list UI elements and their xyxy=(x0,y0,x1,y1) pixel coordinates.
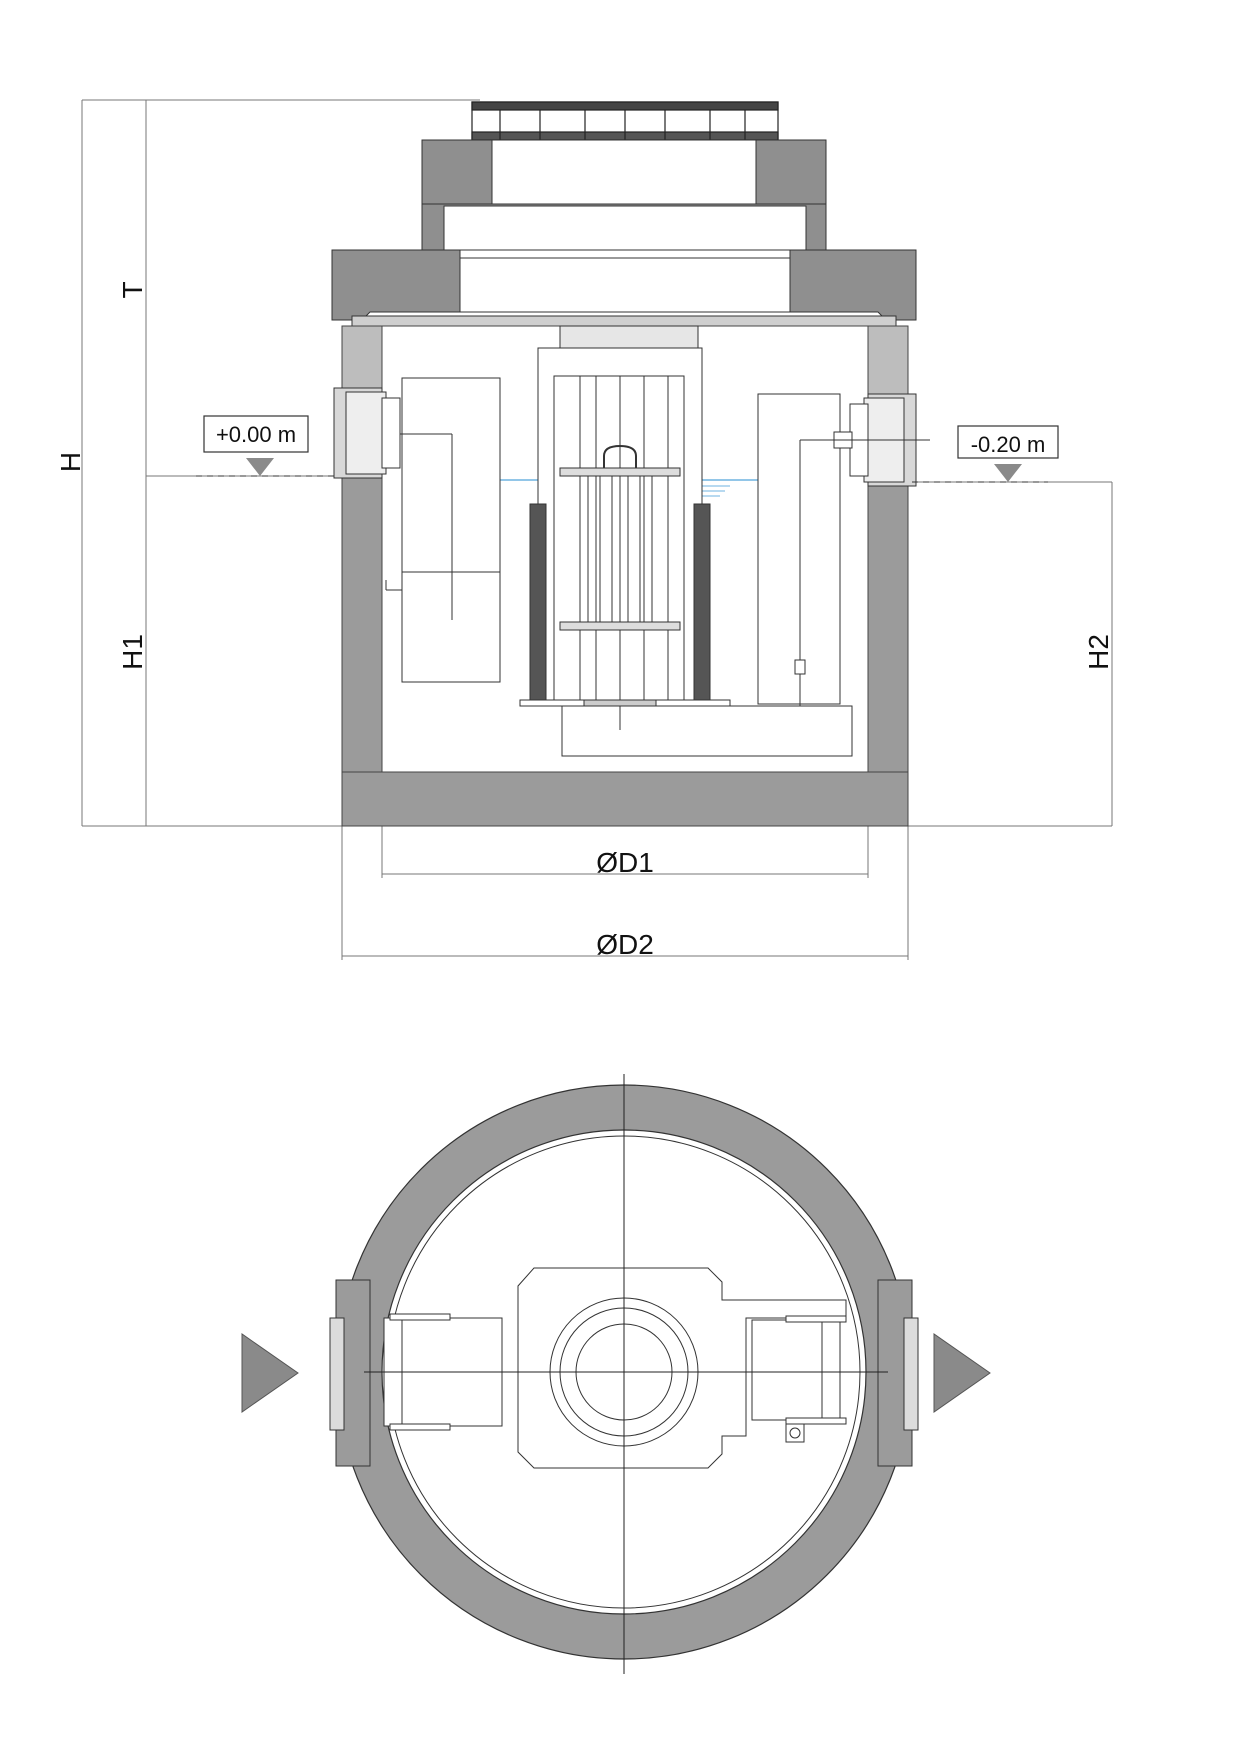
dim-label-H1: H1 xyxy=(117,634,148,670)
outlet-baffle xyxy=(757,393,930,734)
dim-label-T: T xyxy=(117,281,148,298)
dim-label-D2: ØD2 xyxy=(596,929,654,960)
manhole-cover xyxy=(471,101,779,143)
outlet-level-marker: -0.20 m xyxy=(912,425,1059,483)
section-view: T H H1 H2 ØD1 ØD2 xyxy=(55,99,1114,960)
outlet-level-label: -0.20 m xyxy=(971,432,1046,457)
upper-adjustment-ring xyxy=(421,139,827,259)
inflow-arrow xyxy=(241,1333,299,1413)
plan-outlet-box xyxy=(751,1315,847,1443)
cover-slab xyxy=(331,249,917,327)
inlet-baffle xyxy=(385,377,501,683)
inlet-pipe xyxy=(333,387,401,479)
dim-label-H: H xyxy=(55,452,86,472)
dim-label-H2: H2 xyxy=(1083,634,1114,670)
dimension-lines xyxy=(81,99,1113,960)
outflow-arrow xyxy=(933,1333,991,1413)
plan-view xyxy=(241,1074,991,1674)
inlet-level-label: +0.00 m xyxy=(216,422,296,447)
coalescing-filter xyxy=(519,325,853,757)
dim-label-D1: ØD1 xyxy=(596,847,654,878)
plan-center-lines xyxy=(364,1074,888,1674)
inlet-level-marker: +0.00 m xyxy=(196,415,338,477)
